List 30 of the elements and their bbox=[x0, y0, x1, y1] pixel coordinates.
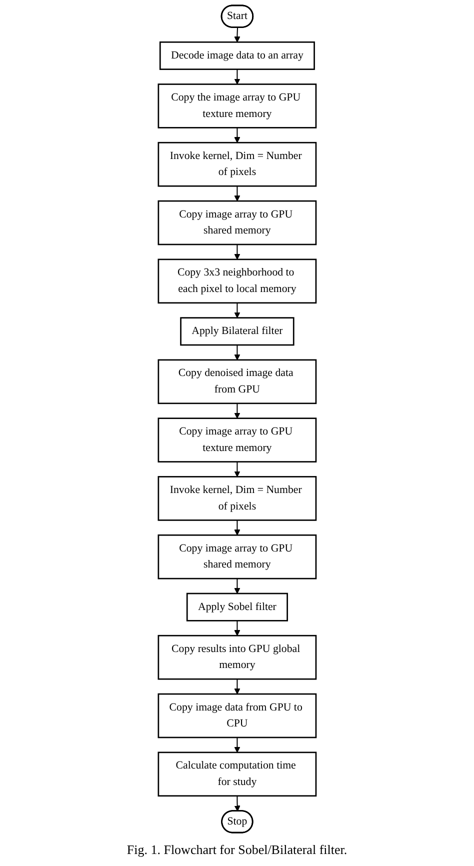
arrow bbox=[234, 69, 240, 84]
node-box: Copy the image array to GPU texture memory bbox=[158, 84, 316, 128]
arrow bbox=[234, 520, 240, 536]
arrow bbox=[234, 302, 240, 318]
arrow bbox=[234, 344, 240, 360]
arrow bbox=[234, 679, 240, 694]
node-box: Copy results into GPU global memory bbox=[158, 634, 316, 680]
node-box: Invoke kernel, Dim = Number of pixels bbox=[158, 476, 316, 521]
node-box: Apply Sobel filter bbox=[186, 592, 288, 622]
node-box: Invoke kernel, Dim = Number of pixels bbox=[158, 142, 316, 187]
arrow bbox=[234, 462, 240, 477]
node-box: Copy image data from GPU to CPU bbox=[158, 693, 316, 738]
node-box: Copy denoised image data from GPU bbox=[158, 359, 316, 404]
arrow bbox=[234, 186, 240, 202]
node-box: Copy 3x3 neighborhood to each pixel to local memory bbox=[158, 258, 316, 304]
node-box: Apply Bilateral filter bbox=[180, 317, 294, 346]
arrow bbox=[234, 796, 240, 812]
arrow bbox=[234, 578, 240, 594]
figure-caption: Fig. 1. Flowchart for Sobel/Bilateral filter. bbox=[126, 842, 348, 858]
arrow bbox=[234, 620, 240, 636]
node-box: Copy image array to GPU shared memory bbox=[158, 200, 316, 246]
node-box: Decode image data to an array bbox=[159, 41, 315, 70]
arrow bbox=[234, 737, 240, 753]
arrow bbox=[234, 244, 240, 260]
node-box: Calculate computation time for study bbox=[158, 752, 316, 797]
arrow bbox=[234, 403, 240, 419]
arrow bbox=[234, 28, 240, 42]
node-box: Copy image array to GPU shared memory bbox=[158, 534, 316, 580]
arrow bbox=[234, 128, 240, 143]
node-box: Copy image array to GPU texture memory bbox=[158, 418, 316, 462]
